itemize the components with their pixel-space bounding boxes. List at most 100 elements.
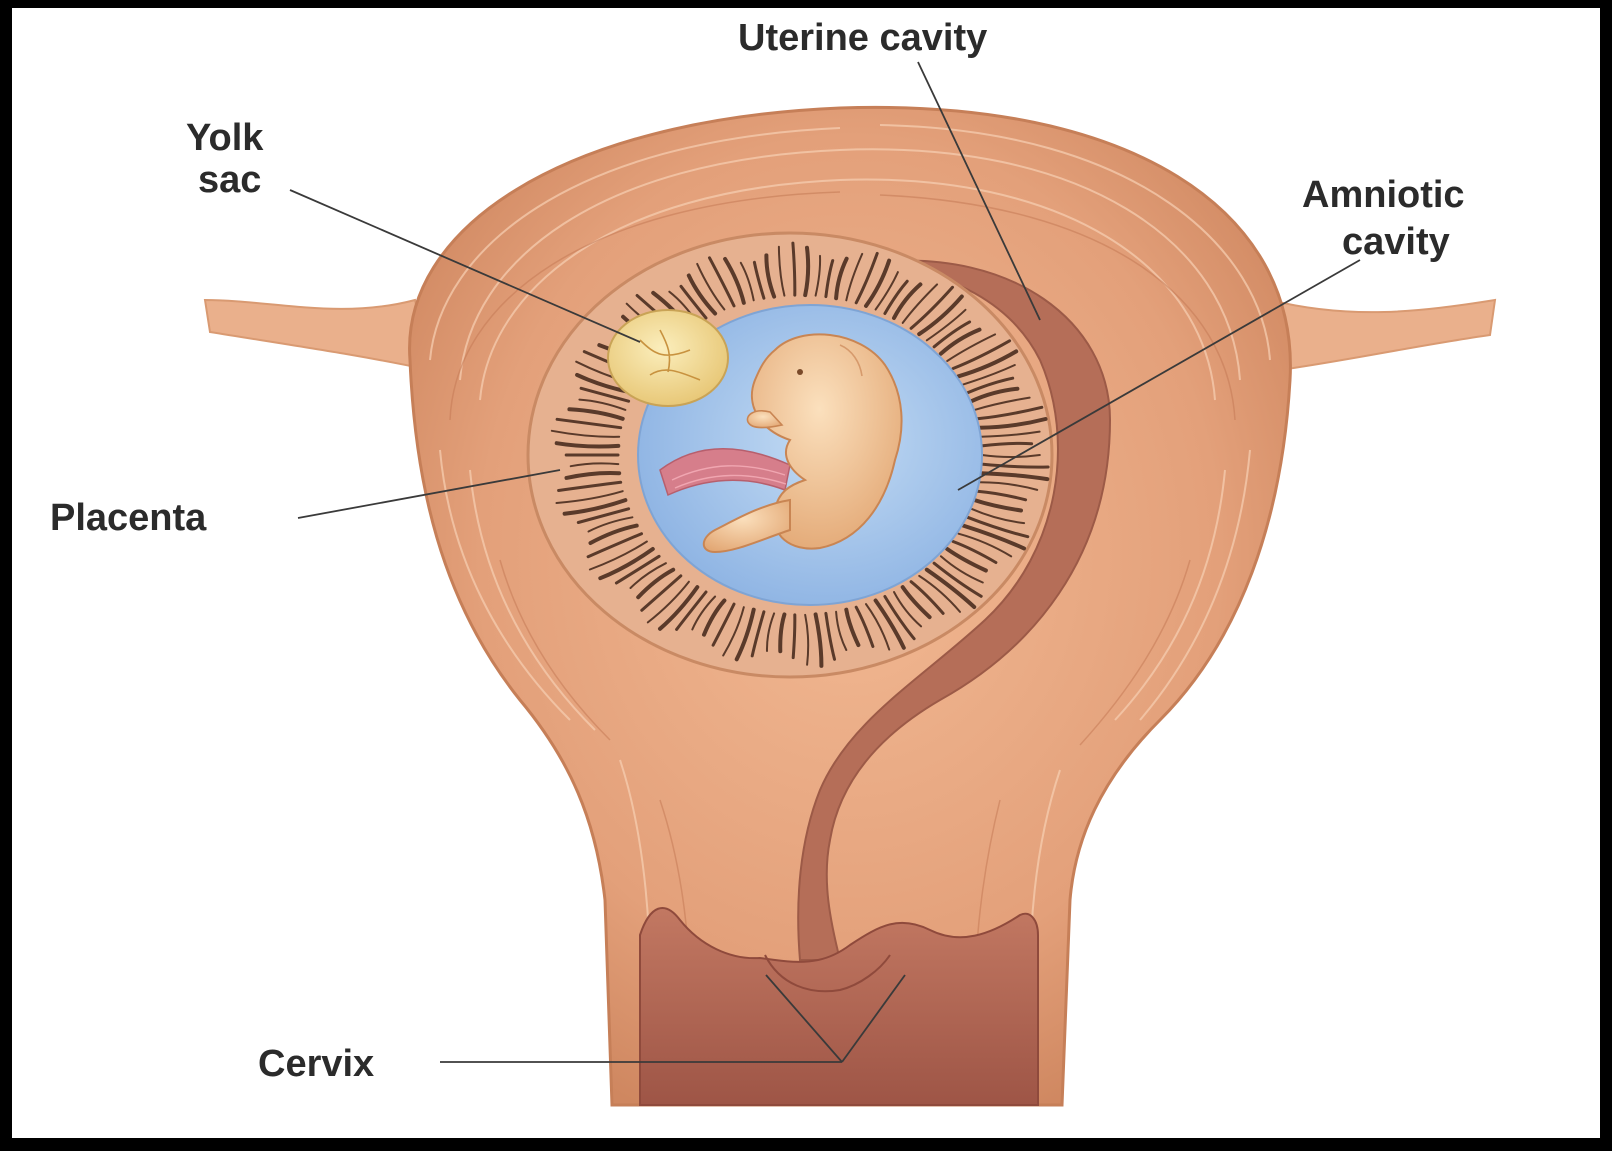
leader-lines — [289, 61, 1361, 1063]
placenta-label: Placenta — [50, 497, 207, 539]
villus-streak — [555, 490, 624, 504]
villus-streak — [966, 515, 1030, 539]
cervix-leader-left — [765, 974, 843, 1063]
villus-streak — [966, 376, 1015, 395]
villus-streak — [973, 396, 1031, 411]
villus-streak — [844, 607, 861, 648]
villus-streak — [658, 585, 700, 631]
umbilical-cord-streaks — [671, 465, 787, 489]
villus-streak — [814, 254, 822, 297]
villus-streak — [555, 417, 623, 430]
villus-streak — [834, 256, 849, 301]
villus-streak — [723, 257, 746, 305]
villus-streak — [917, 294, 964, 337]
villus-streak — [946, 333, 997, 362]
villus-streak — [975, 489, 1028, 502]
villus-streak — [569, 462, 620, 468]
villus-streak — [587, 516, 634, 533]
villus-streak — [614, 554, 661, 585]
cervix-label: Cervix — [258, 1043, 374, 1085]
embryo — [702, 333, 903, 554]
villus-streak — [702, 598, 727, 637]
villus-streak — [924, 567, 977, 609]
villus-streak — [918, 574, 961, 613]
villus-streak — [951, 540, 998, 564]
umbilical-cord — [659, 448, 791, 497]
villus-streak — [893, 591, 923, 628]
cervix-os — [764, 954, 891, 993]
villus-streak — [752, 260, 766, 300]
villus-streak — [813, 612, 824, 668]
villus-streak — [938, 327, 982, 356]
yolk-sac-leader — [289, 189, 641, 343]
placenta-leader — [297, 469, 561, 519]
villus-streak — [925, 308, 967, 342]
uterine-cavity-label: Uterine cavity — [738, 17, 987, 59]
villus-streak — [864, 258, 892, 308]
villus-streak — [962, 364, 1016, 386]
villus-streak — [646, 580, 690, 624]
villus-streak — [567, 407, 625, 421]
yolk-sac-label-line1: Yolk — [186, 117, 264, 159]
villus-streak — [696, 262, 726, 311]
villus-streak — [980, 462, 1050, 469]
villus-streak — [980, 441, 1034, 448]
villus-streak — [640, 574, 683, 612]
villus-streak — [777, 245, 786, 297]
uterine-cavity-leader — [917, 61, 1041, 321]
villus-streak — [939, 555, 984, 584]
villus-streak — [679, 284, 708, 320]
villus-streak — [969, 386, 1020, 404]
cervix-leader-right — [841, 974, 906, 1063]
villus-streak — [892, 282, 923, 320]
villus-streak — [824, 259, 835, 299]
villus-streak — [835, 610, 848, 651]
villus-streak — [791, 613, 797, 660]
villus-streak — [562, 498, 628, 516]
villus-streak — [873, 598, 906, 650]
villus-streak — [961, 523, 1026, 551]
villus-streak — [578, 398, 627, 411]
villus-streak — [957, 532, 1013, 558]
villus-streak — [691, 595, 717, 631]
villus-streak — [791, 241, 797, 297]
villus-streak — [588, 523, 639, 545]
villus-streak — [708, 256, 736, 308]
amniotic-cavity-label-line1: Amniotic — [1302, 174, 1465, 216]
villus-streak — [586, 532, 643, 559]
villus-streak — [804, 613, 810, 666]
villus-streak — [932, 561, 983, 598]
villus-streak — [945, 547, 988, 573]
villus-streak — [956, 349, 1019, 379]
villus-streak — [803, 245, 811, 298]
villus-streak — [909, 285, 954, 330]
villus-streak — [739, 261, 755, 302]
villus-streak — [550, 429, 621, 438]
cervical-canal — [639, 907, 1039, 1106]
villus-streak — [778, 612, 787, 654]
villus-streak — [865, 603, 891, 651]
villus-streak — [854, 251, 879, 305]
villus-streak — [951, 339, 1012, 370]
villus-streak — [900, 585, 932, 620]
villus-streak — [978, 481, 1039, 491]
villus-streak — [734, 607, 756, 662]
villus-streak — [557, 480, 623, 492]
villus-streak — [979, 430, 1041, 438]
villus-streak — [883, 279, 909, 315]
villus-streak — [675, 590, 708, 631]
amniotic-cavity-leader — [957, 259, 1361, 491]
villus-streak — [722, 606, 745, 657]
villus-streak — [711, 602, 736, 647]
villus-streak — [636, 567, 676, 600]
villus-streak — [686, 273, 718, 316]
villus-streak — [883, 595, 916, 641]
yolk-sac-label-line2: sac — [198, 159, 261, 201]
villus-streak — [764, 253, 777, 299]
amniotic-cavity-label-line2: cavity — [1342, 221, 1450, 263]
villus-streak — [576, 507, 631, 524]
villus-streak — [845, 252, 864, 302]
villus-streak — [854, 605, 875, 648]
villus-streak — [975, 405, 1044, 421]
